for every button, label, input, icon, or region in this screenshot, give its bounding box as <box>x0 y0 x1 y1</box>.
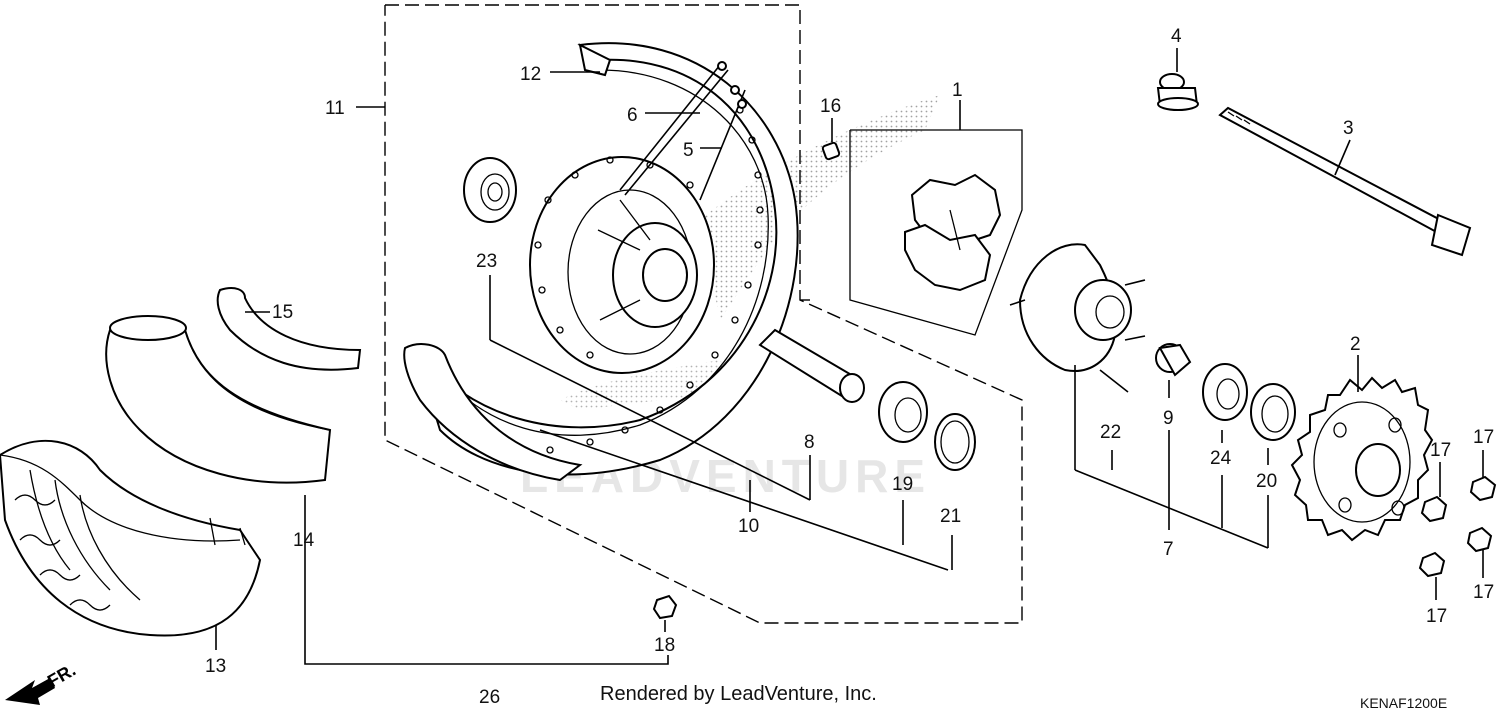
diagram-code: KENAF1200E <box>1360 695 1447 711</box>
damper-bracket-outline <box>849 129 1023 336</box>
leader-lines <box>215 48 1484 665</box>
seal-21-part <box>934 413 976 471</box>
bearing-23-part <box>463 157 517 223</box>
callout-18: 18 <box>654 635 675 656</box>
axle-part <box>1218 106 1472 257</box>
callout-17-d: 17 <box>1426 606 1447 627</box>
callout-23: 23 <box>476 251 497 272</box>
nut-17-parts <box>1418 475 1497 578</box>
spokes-part <box>619 61 747 201</box>
callout-15: 15 <box>272 302 293 323</box>
tube-part <box>105 315 332 484</box>
footer-credit: Rendered by LeadVenture, Inc. <box>600 683 877 705</box>
collar-4-part <box>1156 73 1199 111</box>
bearing-19-part <box>878 381 928 443</box>
hub-part <box>529 156 715 374</box>
spacer-part <box>758 328 865 403</box>
callout-labels: 1 2 3 4 5 6 7 8 9 10 11 12 13 14 15 16 1… <box>205 26 1494 708</box>
callout-7: 7 <box>1163 539 1174 560</box>
callout-6: 6 <box>627 105 638 126</box>
callout-24: 24 <box>1210 448 1232 469</box>
seal-20-part <box>1250 383 1296 441</box>
callout-17-a: 17 <box>1430 440 1451 461</box>
callout-19: 19 <box>892 474 913 495</box>
driven-flange-part <box>1009 243 1146 372</box>
callout-3: 3 <box>1343 118 1354 139</box>
callout-12: 12 <box>520 64 541 85</box>
callout-2: 2 <box>1350 334 1361 355</box>
damper-rubber-part <box>904 173 1002 292</box>
callout-22: 22 <box>1100 422 1121 443</box>
callout-5: 5 <box>683 140 694 161</box>
rim-band-part <box>216 287 362 371</box>
callout-9: 9 <box>1163 408 1174 429</box>
stud-22-part <box>1099 369 1129 393</box>
callout-10: 10 <box>738 516 759 537</box>
hub-holes <box>534 156 694 359</box>
callout-14: 14 <box>293 530 315 551</box>
callout-4: 4 <box>1171 26 1182 47</box>
rim-holes <box>511 106 764 462</box>
callout-21: 21 <box>940 506 961 527</box>
callout-16: 16 <box>820 96 841 117</box>
valve-part <box>821 141 841 161</box>
callout-1: 1 <box>952 80 963 101</box>
nut-18-part <box>652 594 678 620</box>
callout-20: 20 <box>1256 471 1277 492</box>
callout-8: 8 <box>804 432 815 453</box>
sprocket-part <box>1290 376 1434 542</box>
bearing-24-part <box>1202 363 1248 421</box>
callout-17-b: 17 <box>1473 427 1494 448</box>
collar-9-part <box>1155 343 1192 377</box>
callout-11: 11 <box>325 98 345 119</box>
callout-13: 13 <box>205 656 226 677</box>
callout-26: 26 <box>479 687 500 708</box>
wheel-assembly-outline <box>384 4 1023 624</box>
shading-area <box>700 95 940 320</box>
front-direction-arrow: FR. <box>5 660 79 705</box>
callout-17-c: 17 <box>1473 582 1494 603</box>
tire-part <box>0 439 262 637</box>
rim-part <box>403 42 799 482</box>
